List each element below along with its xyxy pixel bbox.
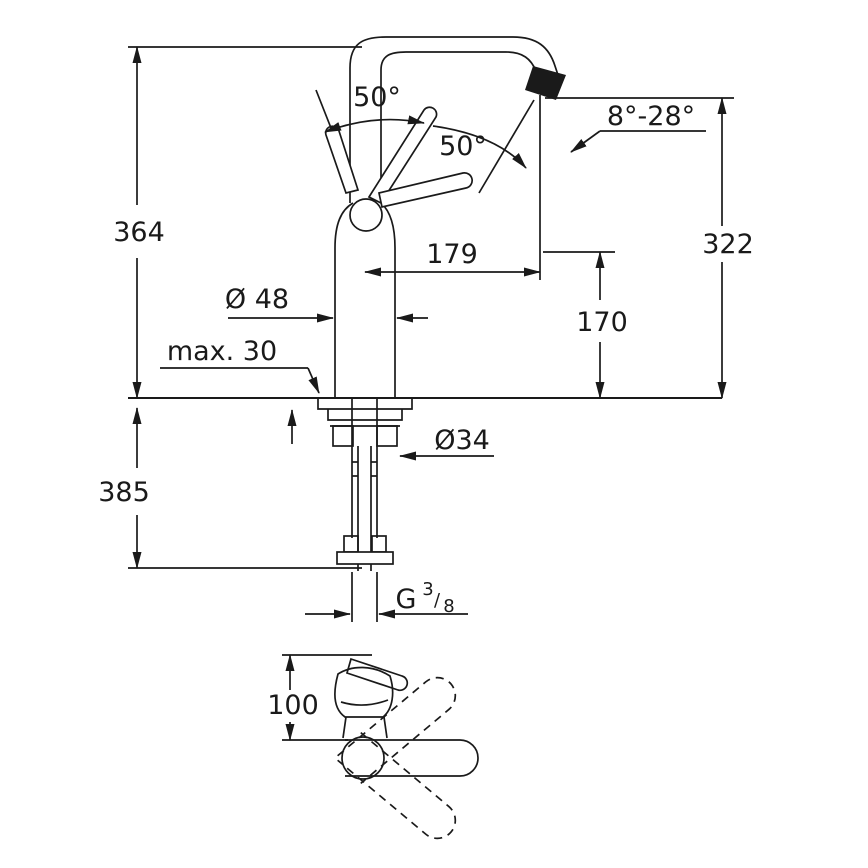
escutcheon-washer bbox=[327, 409, 403, 421]
dimension-max-30: max. 30 bbox=[160, 336, 320, 444]
plan-housing-detail-line bbox=[340, 699, 389, 706]
angle-boundary-line bbox=[478, 99, 535, 194]
angle-50-lever-label: 50° bbox=[353, 82, 401, 113]
dimension-179: 179 bbox=[364, 95, 541, 280]
lever-up-left bbox=[324, 125, 360, 195]
plan-spout-dashed bbox=[337, 676, 457, 785]
plan-spout-swivel-up bbox=[337, 676, 457, 785]
lever-side-position bbox=[377, 172, 473, 209]
angle-8-28-label: 8°-28° bbox=[607, 101, 695, 132]
dimension-385: 385 bbox=[98, 407, 362, 569]
plan-lever bbox=[345, 657, 409, 692]
horseshoe-washer bbox=[336, 551, 394, 565]
mounting-nut-right bbox=[376, 425, 398, 447]
dim-322-label: 322 bbox=[702, 229, 754, 260]
plan-spout-solid bbox=[345, 739, 479, 777]
mounting-nut-left bbox=[332, 425, 354, 447]
dimension-dia-48: Ø 48 bbox=[225, 284, 428, 323]
max-30-label: max. 30 bbox=[167, 336, 277, 367]
plan-neck-left bbox=[342, 716, 347, 739]
angle-lever-50: 50° bbox=[315, 82, 425, 133]
angle-swivel-50: 50° bbox=[432, 99, 535, 194]
ball-joint-circle bbox=[349, 198, 383, 232]
dia-34-label: Ø34 bbox=[434, 425, 490, 456]
aerator-outlet-tip bbox=[525, 66, 566, 100]
plan-spout-dashed bbox=[337, 731, 457, 840]
dimension-100: 100 bbox=[267, 654, 372, 741]
dimension-thread-g38: G 3 / 8 bbox=[305, 572, 468, 622]
base-plate bbox=[317, 398, 413, 410]
lock-nut-left bbox=[343, 535, 359, 553]
dimension-364: 364 bbox=[113, 46, 362, 399]
angle-arc bbox=[324, 115, 425, 133]
dim-385-label: 385 bbox=[98, 477, 150, 508]
leader-line bbox=[570, 130, 601, 153]
dim-100-label: 100 bbox=[267, 690, 319, 721]
dimension-170: 170 bbox=[543, 251, 628, 399]
plan-view-faucet bbox=[334, 657, 479, 840]
dia-48-label: Ø 48 bbox=[225, 284, 289, 315]
plan-neck-right bbox=[383, 716, 388, 739]
spout-outer-curve bbox=[349, 36, 562, 85]
lock-nut-right bbox=[371, 535, 387, 553]
thread-slash: / bbox=[434, 590, 441, 611]
thread-denominator: 8 bbox=[443, 596, 454, 617]
angle-boundary-line bbox=[315, 89, 332, 129]
plan-spout-swivel-down bbox=[337, 731, 457, 840]
dim-364-label: 364 bbox=[113, 217, 165, 248]
leader-line bbox=[307, 367, 320, 394]
plan-cartridge-housing bbox=[334, 666, 394, 718]
thread-numerator: 3 bbox=[422, 579, 433, 600]
dim-170-label: 170 bbox=[576, 307, 628, 338]
spout-inner-curve bbox=[380, 51, 541, 80]
angle-arc bbox=[432, 125, 527, 169]
dim-179-label: 179 bbox=[426, 239, 478, 270]
thread-prefix: G bbox=[396, 584, 417, 615]
dimension-322: 322 bbox=[545, 97, 754, 399]
angle-50-swivel-label: 50° bbox=[439, 131, 487, 162]
angle-aerator-range: 8°-28° bbox=[570, 101, 706, 153]
mounting-hardware bbox=[317, 398, 413, 571]
housing-left-curve bbox=[334, 202, 354, 249]
plan-body-circle bbox=[341, 736, 385, 780]
housing-right-curve bbox=[380, 202, 396, 249]
dimension-dia-34: Ø34 bbox=[399, 425, 494, 461]
